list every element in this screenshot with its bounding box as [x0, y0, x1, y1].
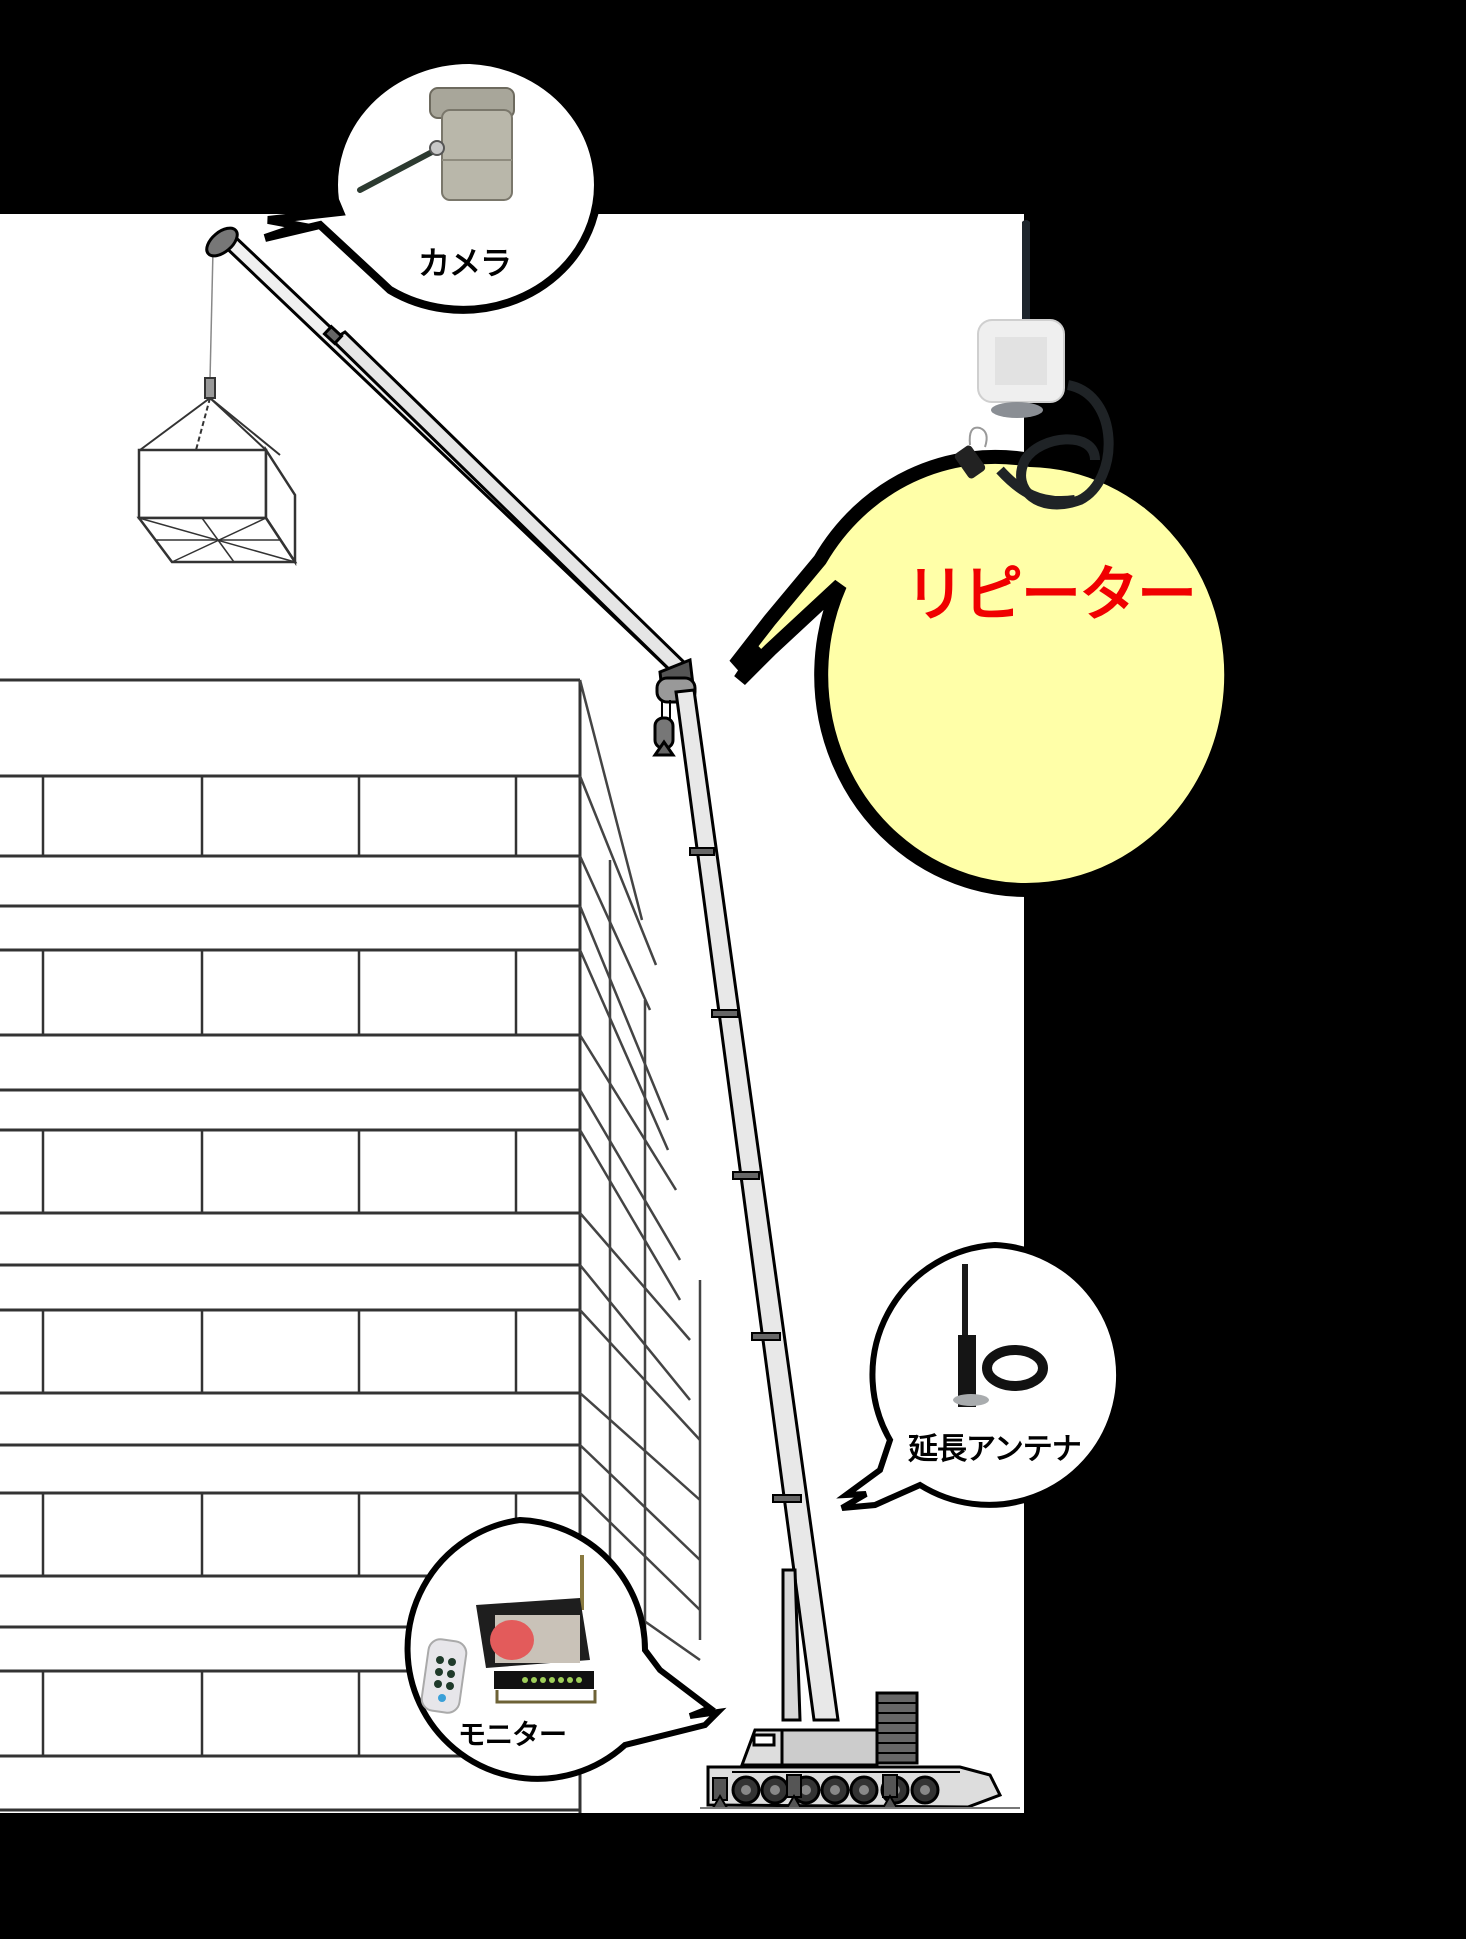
callout-monitor — [404, 1516, 727, 1782]
callout-repeater — [729, 220, 1239, 897]
crane-boom — [205, 226, 840, 1722]
monitor-label: モニター — [458, 1718, 567, 1751]
repeater-label: リピーター — [905, 560, 1197, 630]
suspended-load — [136, 249, 298, 567]
monitor-icon — [476, 1555, 597, 1704]
repeater-icon — [954, 220, 1114, 510]
camera-label: カメラ — [418, 244, 512, 282]
crane-carrier — [700, 1691, 1020, 1809]
extension-antenna-label: 延長アンテナ — [908, 1432, 1082, 1467]
callout-antenna — [836, 1241, 1123, 1511]
antenna-icon — [953, 1264, 1048, 1407]
camera-icon — [357, 87, 515, 201]
callout-camera — [263, 55, 602, 314]
remote-control-icon — [420, 1638, 468, 1714]
